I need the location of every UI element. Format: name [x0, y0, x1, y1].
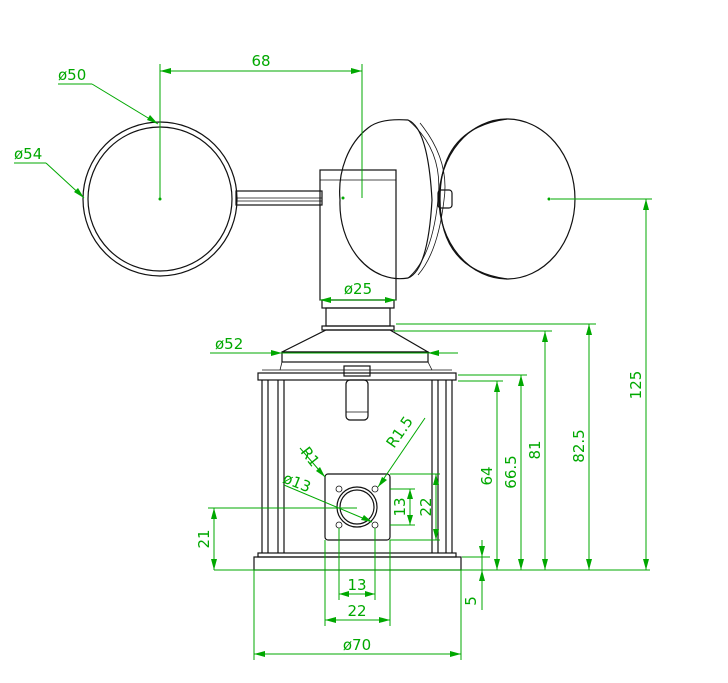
dim-plate-height-offset: 21 — [195, 507, 357, 570]
label-diam-13: ø13 — [281, 469, 314, 496]
label-82-5: 82.5 — [570, 429, 588, 462]
housing-shoulder — [279, 329, 433, 371]
vertical-shaft — [319, 169, 397, 331]
dim-height-81: 81 — [394, 330, 552, 570]
dim-height-82-5: 82.5 — [396, 323, 596, 570]
dim-corner-radius: R1 — [297, 443, 326, 478]
label-diam-70: ø70 — [343, 636, 371, 654]
label-diam-25: ø25 — [344, 280, 372, 298]
cup-arm — [235, 190, 323, 206]
dim-cup-outer-diameter: ø54 — [14, 145, 85, 199]
label-hole-pattern-13: 13 — [347, 576, 366, 594]
dim-plate-bore-diameter: ø13 — [281, 469, 373, 523]
label-diam-54: ø54 — [14, 145, 42, 163]
right-cup — [438, 118, 576, 280]
housing-top-flange — [257, 365, 457, 381]
label-plate-vertical-22: 22 — [417, 497, 435, 516]
label-68: 68 — [251, 52, 270, 70]
label-125: 125 — [627, 371, 645, 400]
label-r1-5: R1.5 — [383, 413, 417, 451]
dim-shoulder-diameter: ø52 — [210, 335, 458, 356]
label-diam-52: ø52 — [215, 335, 243, 353]
dim-plate-vertical-22: 22 — [390, 473, 440, 541]
dim-cup-inner-diameter: ø50 — [58, 66, 159, 125]
dim-height-64: 64 — [458, 380, 503, 570]
dim-overall-height: 125 — [551, 198, 652, 570]
label-64: 64 — [478, 466, 496, 485]
dim-shaft-diameter: ø25 — [320, 280, 396, 303]
dim-hole-radius: R1.5 — [377, 413, 426, 488]
housing-posts — [261, 380, 453, 553]
dim-base-thickness: 5 — [462, 540, 490, 610]
label-plate-width-22: 22 — [347, 602, 366, 620]
label-21: 21 — [195, 529, 213, 548]
label-5: 5 — [462, 596, 480, 606]
label-diam-50: ø50 — [58, 66, 86, 84]
dim-hole-pattern-13: 13 — [338, 528, 376, 600]
anemometer-outline — [82, 118, 576, 571]
label-plate-vertical-13: 13 — [391, 497, 409, 516]
label-r1: R1 — [297, 443, 323, 470]
housing-base — [253, 552, 462, 571]
label-66-5: 66.5 — [502, 455, 520, 488]
dim-base-diameter: ø70 — [253, 570, 462, 660]
dim-plate-width-22: 22 — [324, 540, 391, 626]
label-81: 81 — [526, 440, 544, 459]
dim-cup-center-spacing: 68 — [159, 52, 363, 198]
connector-stub — [345, 379, 369, 421]
dim-plate-vertical-13: 13 — [390, 488, 415, 526]
middle-cup — [339, 119, 446, 280]
dim-height-66-5: 66.5 — [458, 374, 527, 570]
